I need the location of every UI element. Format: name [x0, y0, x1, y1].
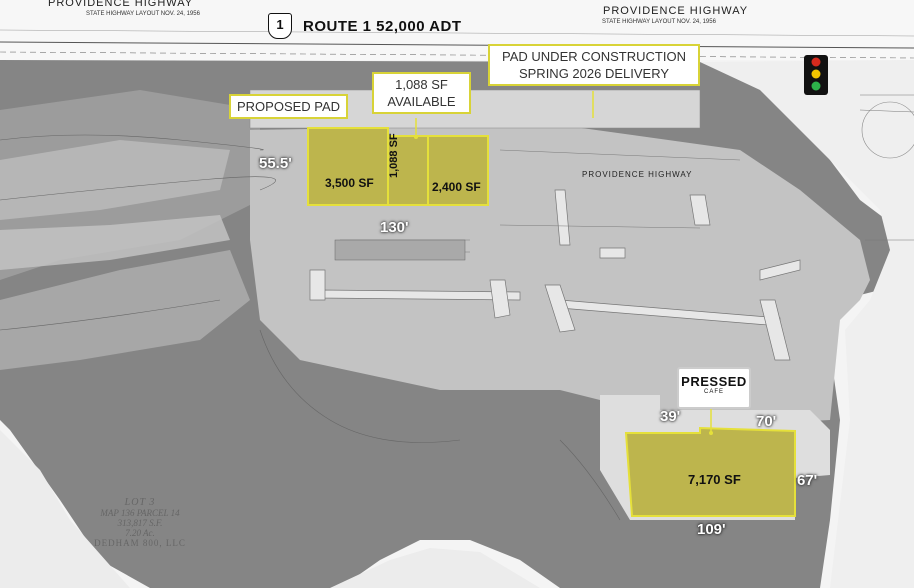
lot-title: LOT 3 — [124, 497, 156, 508]
proposed-pad-label: PROPOSED PAD — [237, 99, 341, 114]
logo-name: PRESSED — [681, 374, 747, 389]
pad-label-2400: 2,400 SF — [432, 180, 481, 194]
pad-label-1088: 1,088 SF — [388, 133, 400, 178]
proposed-pad-callout: PROPOSED PAD — [229, 94, 349, 119]
available-size: 1,088 SF — [395, 77, 448, 92]
available-status: AVAILABLE — [387, 94, 456, 109]
lot-map-parcel: MAP 136 PARCEL 14 — [100, 508, 180, 518]
construction-line2: SPRING 2026 DELIVERY — [518, 66, 670, 81]
lot-area-acres: 7.20 Ac. — [125, 528, 155, 538]
lot-area-sf: 313,817 S.F. — [117, 518, 163, 528]
dimension-north-width: 130' — [380, 219, 409, 236]
dimension-north-depth: 55.5' — [259, 155, 292, 172]
construction-line1: PAD UNDER CONSTRUCTION — [502, 49, 686, 64]
dimension-south-39: 39' — [660, 408, 681, 425]
available-callout: 1,088 SF AVAILABLE — [372, 72, 471, 114]
pressed-cafe-logo: PRESSED CAFE — [677, 367, 751, 409]
road-label-providence-east: PROVIDENCE HIGHWAY — [603, 5, 749, 17]
layout-note-west: STATE HIGHWAY LAYOUT NOV. 24, 1956 — [86, 11, 200, 17]
dimension-south-67: 67' — [797, 472, 818, 489]
pad-label-7170: 7,170 SF — [688, 472, 741, 487]
dimension-south-70: 70' — [756, 413, 777, 430]
lot-owner: DEDHAM 800, LLC — [94, 538, 186, 548]
logo-sub: CAFE — [703, 389, 724, 395]
layout-note-east: STATE HIGHWAY LAYOUT NOV. 24, 1956 — [602, 19, 716, 25]
road-label-providence-lot: PROVIDENCE HIGHWAY — [582, 170, 693, 179]
dimension-south-109: 109' — [697, 521, 726, 538]
pad-label-3500: 3,500 SF — [325, 176, 374, 190]
lot-info: LOT 3 MAP 136 PARCEL 14 313,817 S.F. 7.2… — [85, 497, 195, 548]
road-label-providence-west: PROVIDENCE HIGHWAY — [48, 0, 194, 9]
route-label: ROUTE 1 52,000 ADT — [303, 18, 462, 35]
construction-callout: PAD UNDER CONSTRUCTION SPRING 2026 DELIV… — [488, 44, 700, 86]
route-shield-icon: 1 — [268, 13, 292, 39]
